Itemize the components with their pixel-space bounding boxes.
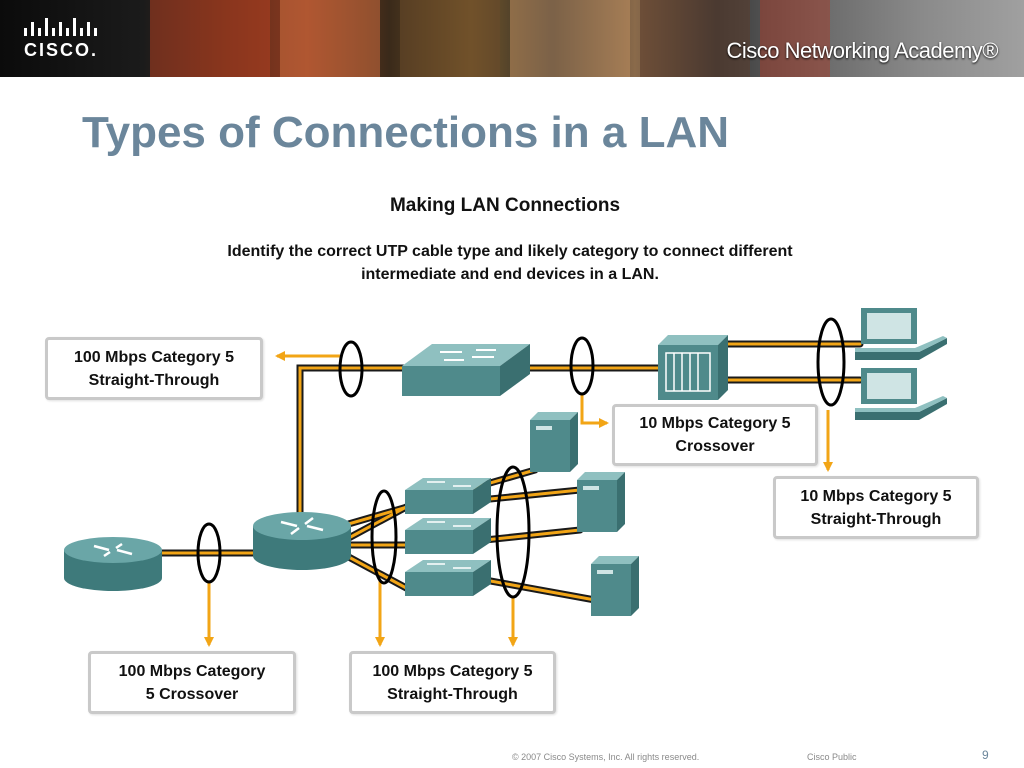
cable-ellipse: [816, 317, 846, 407]
slide-title: Types of Connections in a LAN: [82, 108, 730, 157]
description-line: intermediate and end devices in a LAN.: [361, 266, 659, 283]
cable: [298, 366, 412, 517]
banner-photo: [280, 0, 380, 77]
page-number: 9: [982, 748, 989, 762]
callout-bottom-left: 100 Mbps Category 5 Crossover: [88, 651, 296, 714]
router-icon: [64, 537, 162, 591]
callout-right-straight: 10 Mbps Category 5 Straight-Through: [773, 476, 979, 539]
callout-line: 5 Crossover: [145, 685, 239, 703]
footer-classification: Cisco Public: [807, 752, 857, 762]
cisco-logo: CISCO.: [14, 16, 124, 62]
banner-photo: [510, 0, 630, 77]
pointer-arrow: [580, 395, 609, 428]
footer-copyright: © 2007 Cisco Systems, Inc. All rights re…: [512, 752, 700, 762]
pointer-arrows: [204, 351, 833, 647]
switch-icon: [405, 518, 491, 554]
callout-top-left: 100 Mbps Category 5 Straight-Through: [45, 337, 263, 400]
cable-ellipse: [370, 489, 398, 585]
switch-icon: [402, 344, 530, 396]
server-icon: [530, 412, 578, 472]
banner-photo: [760, 0, 830, 77]
banner-photo: [640, 0, 750, 77]
server-icon: [577, 472, 625, 532]
callout-line: 100 Mbps Category 5: [372, 662, 533, 680]
cable-ellipse: [196, 522, 222, 584]
callout-line: Straight-Through: [810, 510, 942, 528]
diagram-description: Identify the correct UTP cable type and …: [150, 240, 870, 286]
router-icon: [253, 512, 351, 570]
banner-photo: [150, 0, 270, 77]
callout-line: 100 Mbps Category: [118, 662, 266, 680]
cable-outline: [296, 364, 414, 519]
cisco-bridge-icon: [24, 18, 97, 36]
callout-line: 100 Mbps Category 5: [73, 348, 235, 366]
callout-line: Crossover: [675, 438, 755, 455]
cable: [483, 528, 582, 542]
diagram-heading: Making LAN Connections: [389, 195, 621, 216]
callout-line: 10 Mbps Category 5: [800, 487, 952, 505]
cisco-wordmark: CISCO.: [24, 40, 99, 60]
callout-line: 10 Mbps Category 5: [639, 415, 791, 432]
cable-ellipse: [569, 336, 595, 396]
callout-mid-crossover: 10 Mbps Category 5 Crossover: [612, 404, 818, 466]
cable-ellipses: [196, 317, 846, 599]
server-icon: [591, 556, 639, 616]
banner-photo: [400, 0, 500, 77]
cable-ellipse: [338, 340, 364, 398]
callout-bottom-mid: 100 Mbps Category 5 Straight-Through: [349, 651, 556, 714]
cable: [343, 503, 412, 542]
switch-icon: [405, 478, 491, 514]
cable: [478, 488, 582, 502]
switch-icon: [405, 560, 491, 596]
cable-ellipse: [495, 465, 531, 599]
pc-icon: [855, 368, 947, 420]
header-banner: CISCO. Cisco Networking Academy®: [0, 0, 1024, 77]
pc-icon: [855, 308, 947, 360]
hub-icon: [658, 335, 728, 400]
callout-line: Straight-Through: [88, 371, 220, 389]
cable: [483, 578, 597, 602]
callout-line: Straight-Through: [387, 685, 518, 703]
academy-title: Cisco Networking Academy®: [726, 38, 999, 63]
description-line: Identify the correct UTP cable type and …: [227, 243, 793, 260]
